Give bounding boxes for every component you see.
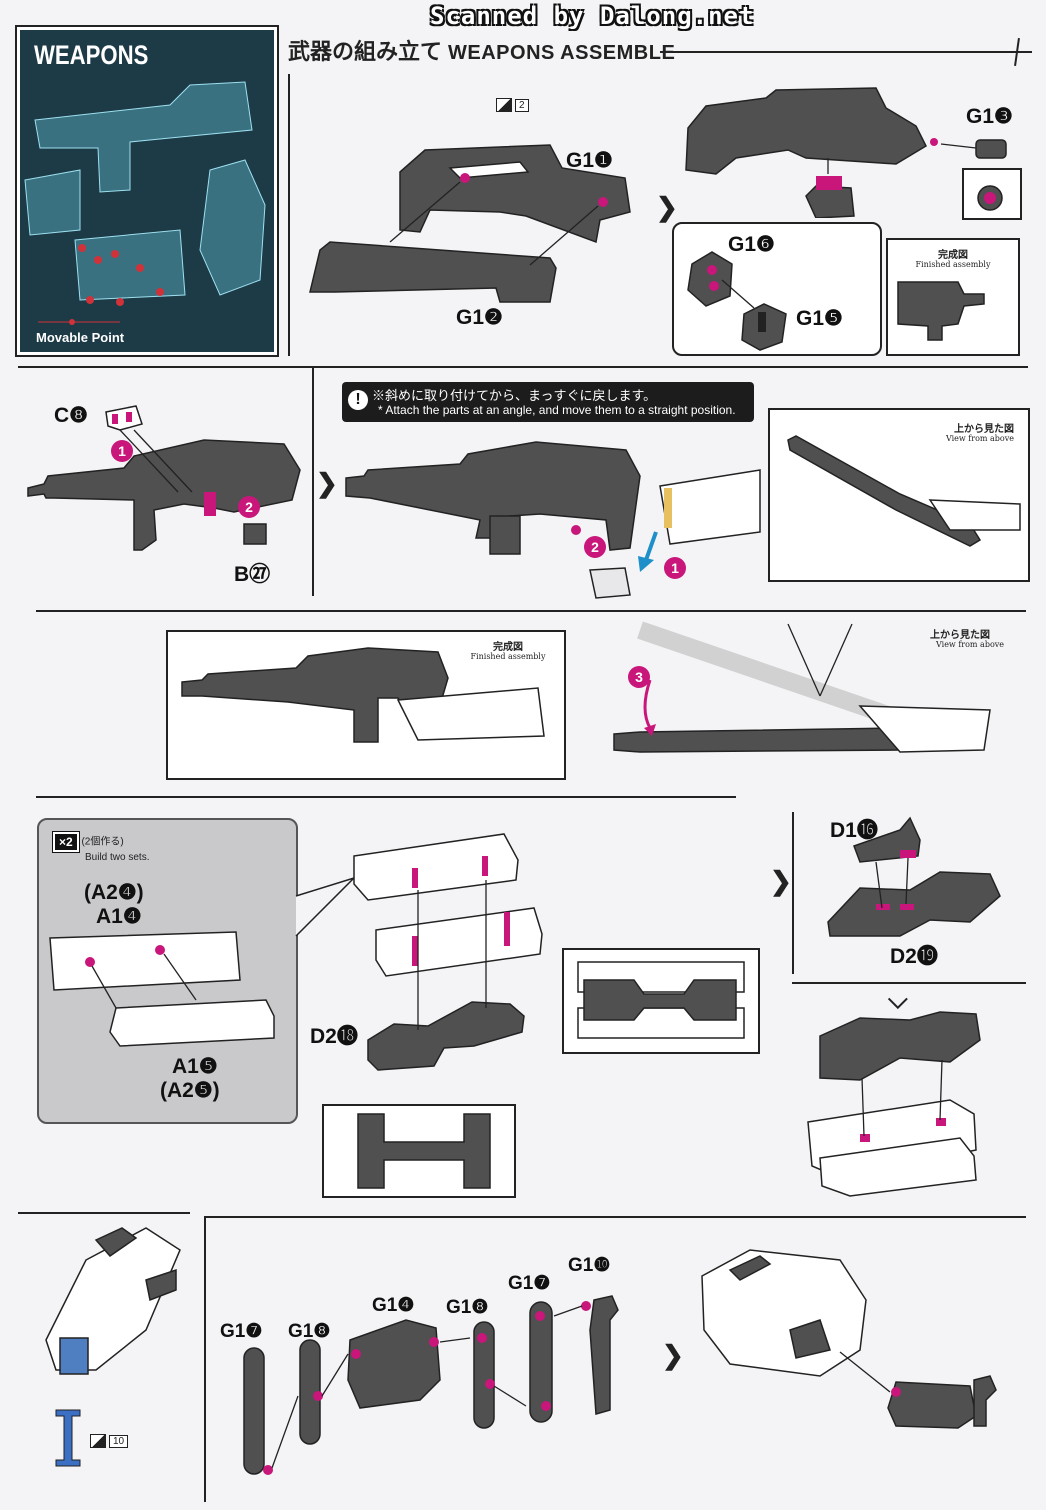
part-label-g1-1: G1❶ xyxy=(566,149,613,172)
assembly-note-callout: ! ※斜めに取り付けてから、まっすぐに戻します。 * Attach the pa… xyxy=(342,382,754,422)
page-reference: 2 xyxy=(496,98,529,112)
step-marker-3: 3 xyxy=(628,666,650,688)
page-title-en: WEAPONS ASSEMBLE xyxy=(448,42,676,64)
step5-divider-left xyxy=(204,1216,206,1502)
section-divider-5a xyxy=(18,1212,190,1214)
step5-grip-parts-illustration xyxy=(243,1295,619,1475)
part-label-g1-8b: G1❽ xyxy=(446,1297,489,1318)
step4-d1-d2-illustration xyxy=(827,816,1001,937)
part-label-a2-5: (A2❺) xyxy=(160,1079,220,1102)
step3-finished-box: 完成図 Finished assembly xyxy=(166,630,566,780)
flag-icon-2 xyxy=(90,1434,106,1448)
part-label-g1-7a: G1❼ xyxy=(220,1321,263,1342)
step4-rack-illustration xyxy=(295,833,543,1071)
step1-gun-assembled-illustration xyxy=(685,87,1007,218)
step3-finished-caption-jp: 完成図 xyxy=(493,642,523,653)
part-detail-box xyxy=(962,168,1022,220)
step2-top-view-box: 上から見た図 View from above xyxy=(768,408,1030,582)
part-label-g1-7b: G1❼ xyxy=(508,1273,551,1294)
part-label-g1-6: G1❻ xyxy=(728,233,775,256)
section-divider-2 xyxy=(18,366,1028,368)
step1-divider-left xyxy=(288,74,290,356)
step3-view-caption-jp: 上から見た図 xyxy=(930,630,990,641)
part-label-g1-5: G1❺ xyxy=(796,307,843,330)
part-label-g1-2: G1❷ xyxy=(456,306,503,329)
part-label-a1-4: A1❹ xyxy=(96,905,142,928)
multiplier-jp: (2個作る) xyxy=(81,836,124,848)
warning-icon: ! xyxy=(348,390,368,410)
step3-rotation-illustration xyxy=(613,621,991,753)
chevron-right-icon: ❯ xyxy=(656,192,678,222)
step-marker-2: 2 xyxy=(238,496,260,518)
chevron-down-icon: ⌵ xyxy=(888,984,908,1014)
step2-gun-illustration xyxy=(27,405,301,551)
part-label-g1-3: G1❸ xyxy=(966,105,1013,128)
step4-divider-bottom xyxy=(792,982,1026,984)
assembly-note-en: * Attach the parts at an angle, and move… xyxy=(378,403,736,417)
weapons-overview-illustration xyxy=(24,81,266,325)
build-two-sets-badge: ×2 (2個作る) Build two sets. xyxy=(52,831,150,863)
part-label-g1-4: G1❹ xyxy=(372,1295,415,1316)
page-reference-number: 2 xyxy=(515,98,529,112)
page-title-jp: 武器の組み立て xyxy=(288,39,443,64)
step-marker-1b: 1 xyxy=(664,557,686,579)
movable-point-label: Movable Point xyxy=(36,330,125,345)
multiplier-badge: ×2 xyxy=(52,831,80,853)
step4-d2-top-view xyxy=(322,1104,516,1198)
step4-rack-top-view xyxy=(562,948,760,1054)
flag-icon xyxy=(496,98,512,112)
page-reference-number-2: 10 xyxy=(109,1434,129,1448)
part-label-g1-10: G1❿ xyxy=(568,1255,611,1276)
chevron-right-icon-3: ❯ xyxy=(770,866,792,896)
step1-gun-parts-illustration xyxy=(309,144,631,303)
section-divider-3 xyxy=(36,610,1026,612)
view-caption-jp: 上から見た図 xyxy=(954,424,1014,435)
view-caption-en: View from above xyxy=(945,434,1014,443)
scan-watermark: Scanned by Dalong.net xyxy=(430,2,755,30)
chevron-right-icon-4: ❯ xyxy=(662,1340,684,1370)
step1-subassembly-box xyxy=(672,222,882,356)
finished-caption-jp: 完成図 xyxy=(938,250,968,261)
weapons-card-title: WEAPONS xyxy=(34,40,149,70)
step4-divider-right xyxy=(792,812,794,974)
part-label-b27: B㉗ xyxy=(234,563,271,586)
part-label-c8: C❽ xyxy=(54,404,88,427)
step4-assembled-rack-illustration xyxy=(807,1011,981,1197)
part-label-d2-18: D2⓲ xyxy=(310,1025,358,1048)
step4-container-parts-illustration xyxy=(49,931,275,1047)
step-marker-1: 1 xyxy=(111,440,133,462)
header-rule xyxy=(660,51,1032,53)
step2-divider-left xyxy=(312,366,314,596)
step-marker-2b: 2 xyxy=(584,536,606,558)
section-divider-5b xyxy=(204,1216,1026,1218)
multiplier-en: Build two sets. xyxy=(85,852,150,863)
part-label-a1-5: A1❺ xyxy=(172,1055,218,1078)
part-label-g1-8a: G1❽ xyxy=(288,1321,331,1342)
step3-finished-caption-en: Finished assembly xyxy=(470,652,546,661)
section-divider-4 xyxy=(36,796,736,798)
weapons-overview-card: WEAPONS Movable Point xyxy=(17,27,277,355)
assembly-note-jp: ※斜めに取り付けてから、まっすぐに戻します。 xyxy=(372,388,657,403)
finished-caption-en: Finished assembly xyxy=(915,260,991,269)
step5-assembly-final-illustration xyxy=(701,1249,997,1429)
step5-container-finished-illustration xyxy=(45,1227,181,1467)
chevron-right-icon-2: ❯ xyxy=(316,468,338,498)
step1-finished-box: 完成図 Finished assembly xyxy=(886,238,1020,356)
page-reference-2: 10 xyxy=(90,1434,129,1448)
step3-view-caption-en: View from above xyxy=(936,640,1005,649)
part-label-d1-16: D1⓰ xyxy=(830,819,878,842)
part-label-a2-4: (A2❹) xyxy=(84,881,144,904)
part-label-d2-19: D2⓳ xyxy=(890,945,938,968)
step2-gun-with-hand-illustration xyxy=(345,441,761,599)
